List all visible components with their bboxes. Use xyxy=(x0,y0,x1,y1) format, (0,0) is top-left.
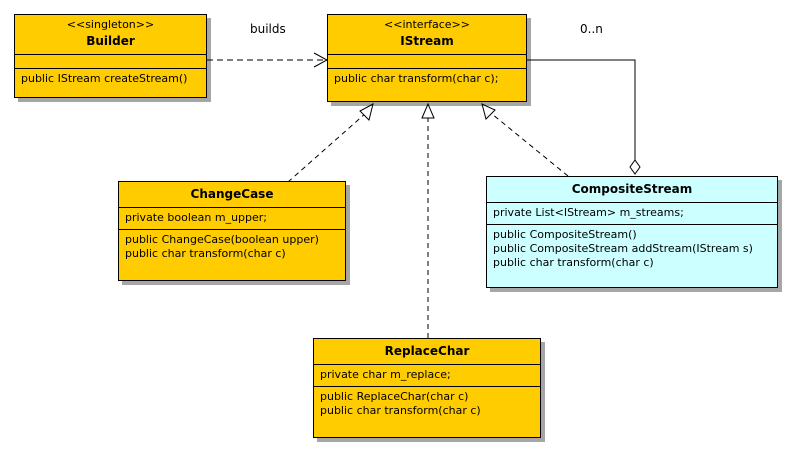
class-name: IStream xyxy=(400,34,454,48)
class-builder[interactable]: <<singleton>> Builder public IStream cre… xyxy=(14,14,207,98)
changecase-realization-arrowhead xyxy=(359,103,374,121)
class-compositestream[interactable]: CompositeStream private List<IStream> m_… xyxy=(486,176,778,288)
stereotype: <<singleton>> xyxy=(66,18,155,31)
method: public ChangeCase(boolean upper) xyxy=(125,233,319,246)
class-replacechar[interactable]: ReplaceChar private char m_replace; publ… xyxy=(313,338,541,438)
methods-section: public char transform(char c); xyxy=(328,68,526,90)
methods-section: public ChangeCase(boolean upper) public … xyxy=(119,229,345,265)
method: public char transform(char c) xyxy=(493,256,654,269)
class-header: ReplaceChar xyxy=(314,339,540,364)
stereotype: <<interface>> xyxy=(384,18,470,31)
class-header: ChangeCase xyxy=(119,182,345,207)
class-name: ReplaceChar xyxy=(384,344,470,358)
attributes-section xyxy=(328,54,526,68)
method: public ReplaceChar(char c) xyxy=(320,390,469,403)
method: public char transform(char c) xyxy=(320,404,481,417)
attribute: private char m_replace; xyxy=(320,368,451,381)
aggregation-line xyxy=(527,59,636,160)
changecase-realization-line xyxy=(287,112,367,183)
class-header: CompositeStream xyxy=(487,177,777,202)
methods-section: public ReplaceChar(char c) public char t… xyxy=(314,386,540,422)
attributes-section: private boolean m_upper; xyxy=(119,207,345,229)
aggregation-diamond xyxy=(629,159,641,175)
attributes-section: private char m_replace; xyxy=(314,364,540,386)
method: public char transform(char c) xyxy=(125,247,286,260)
compositestream-realization-line xyxy=(491,113,569,177)
class-name: CompositeStream xyxy=(571,182,693,196)
attribute: private List<IStream> m_streams; xyxy=(493,206,684,219)
replacechar-realization-arrowhead xyxy=(421,102,435,119)
class-name: Builder xyxy=(86,34,135,48)
class-header: <<interface>> IStream xyxy=(328,15,526,54)
attributes-section: private List<IStream> m_streams; xyxy=(487,202,777,224)
class-name: ChangeCase xyxy=(190,187,274,201)
methods-section: public IStream createStream() xyxy=(15,68,206,90)
method: public CompositeStream addStream(IStream… xyxy=(493,242,753,255)
class-changecase[interactable]: ChangeCase private boolean m_upper; publ… xyxy=(118,181,346,281)
multiplicity-label: 0..n xyxy=(580,22,603,36)
class-istream[interactable]: <<interface>> IStream public char transf… xyxy=(327,14,527,102)
attributes-section xyxy=(15,54,206,68)
compositestream-realization-arrowhead xyxy=(481,103,496,120)
builds-label: builds xyxy=(250,22,286,36)
methods-section: public CompositeStream() public Composit… xyxy=(487,224,777,274)
method: public IStream createStream() xyxy=(21,72,188,85)
class-header: <<singleton>> Builder xyxy=(15,15,206,54)
method: public char transform(char c); xyxy=(334,72,499,85)
method: public CompositeStream() xyxy=(493,228,637,241)
attribute: private boolean m_upper; xyxy=(125,211,268,224)
